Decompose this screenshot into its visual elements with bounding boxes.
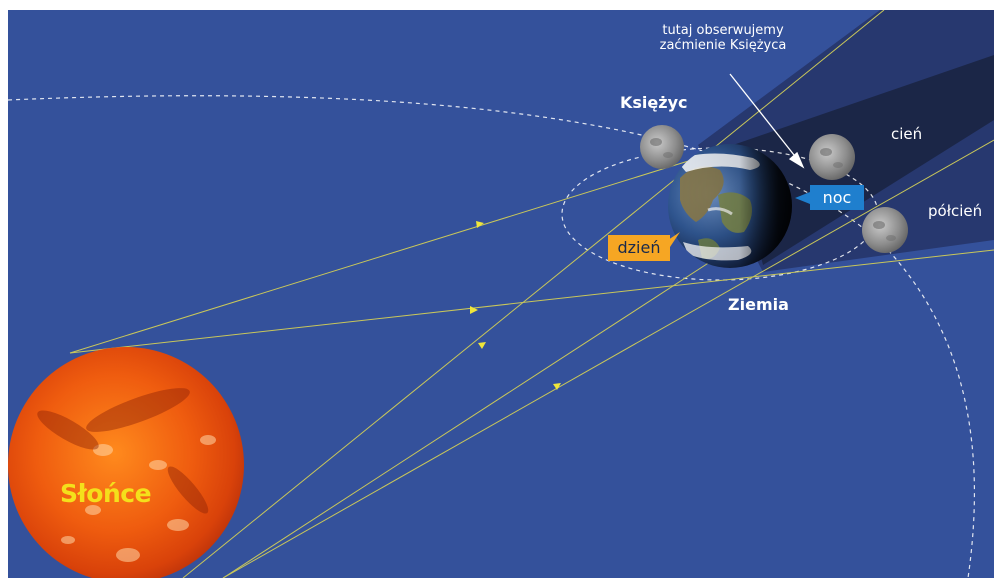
arrow-icon <box>470 306 478 314</box>
light-rays <box>69 10 994 578</box>
moon-disc-icon <box>640 125 684 169</box>
ray-line <box>222 139 994 578</box>
moon-disc-icon <box>809 134 855 180</box>
diagram-panel: tutaj obserwujemy zaćmienie Księżyca Ksi… <box>8 10 994 578</box>
ray-line <box>69 249 994 354</box>
eclipse-note-line2: zaćmienie Księżyca <box>659 37 787 53</box>
day-tag: dzień <box>608 235 670 261</box>
arrow-icon <box>788 151 805 169</box>
eclipse-scene <box>8 10 994 578</box>
moon-disc-icon <box>862 207 908 253</box>
eclipse-note: tutaj obserwujemy zaćmienie Księżyca <box>638 23 808 54</box>
ray-line <box>222 259 714 578</box>
night-tag: noc <box>810 185 864 210</box>
ray-line <box>182 10 885 578</box>
sun-label: Słońce <box>60 479 152 508</box>
earth-globe-icon <box>668 144 792 268</box>
sun-disc-icon <box>8 347 244 578</box>
ray-arrows <box>470 221 561 390</box>
eclipse-note-line1: tutaj obserwujemy <box>662 23 784 38</box>
ray-line <box>69 157 699 354</box>
night-tag-pointer <box>795 192 810 204</box>
note-arrow <box>729 73 805 169</box>
earth-label: Ziemia <box>728 295 789 314</box>
umbra-label: cień <box>891 125 923 143</box>
day-tag-pointer <box>668 232 680 250</box>
arrow-icon <box>476 221 484 228</box>
penumbra-label: półcień <box>928 202 983 220</box>
earth-orbit <box>8 95 975 578</box>
moon-label: Księżyc <box>620 93 688 112</box>
arrow-icon <box>553 383 561 390</box>
arrow-icon <box>478 342 486 349</box>
umbra-region <box>733 55 994 265</box>
